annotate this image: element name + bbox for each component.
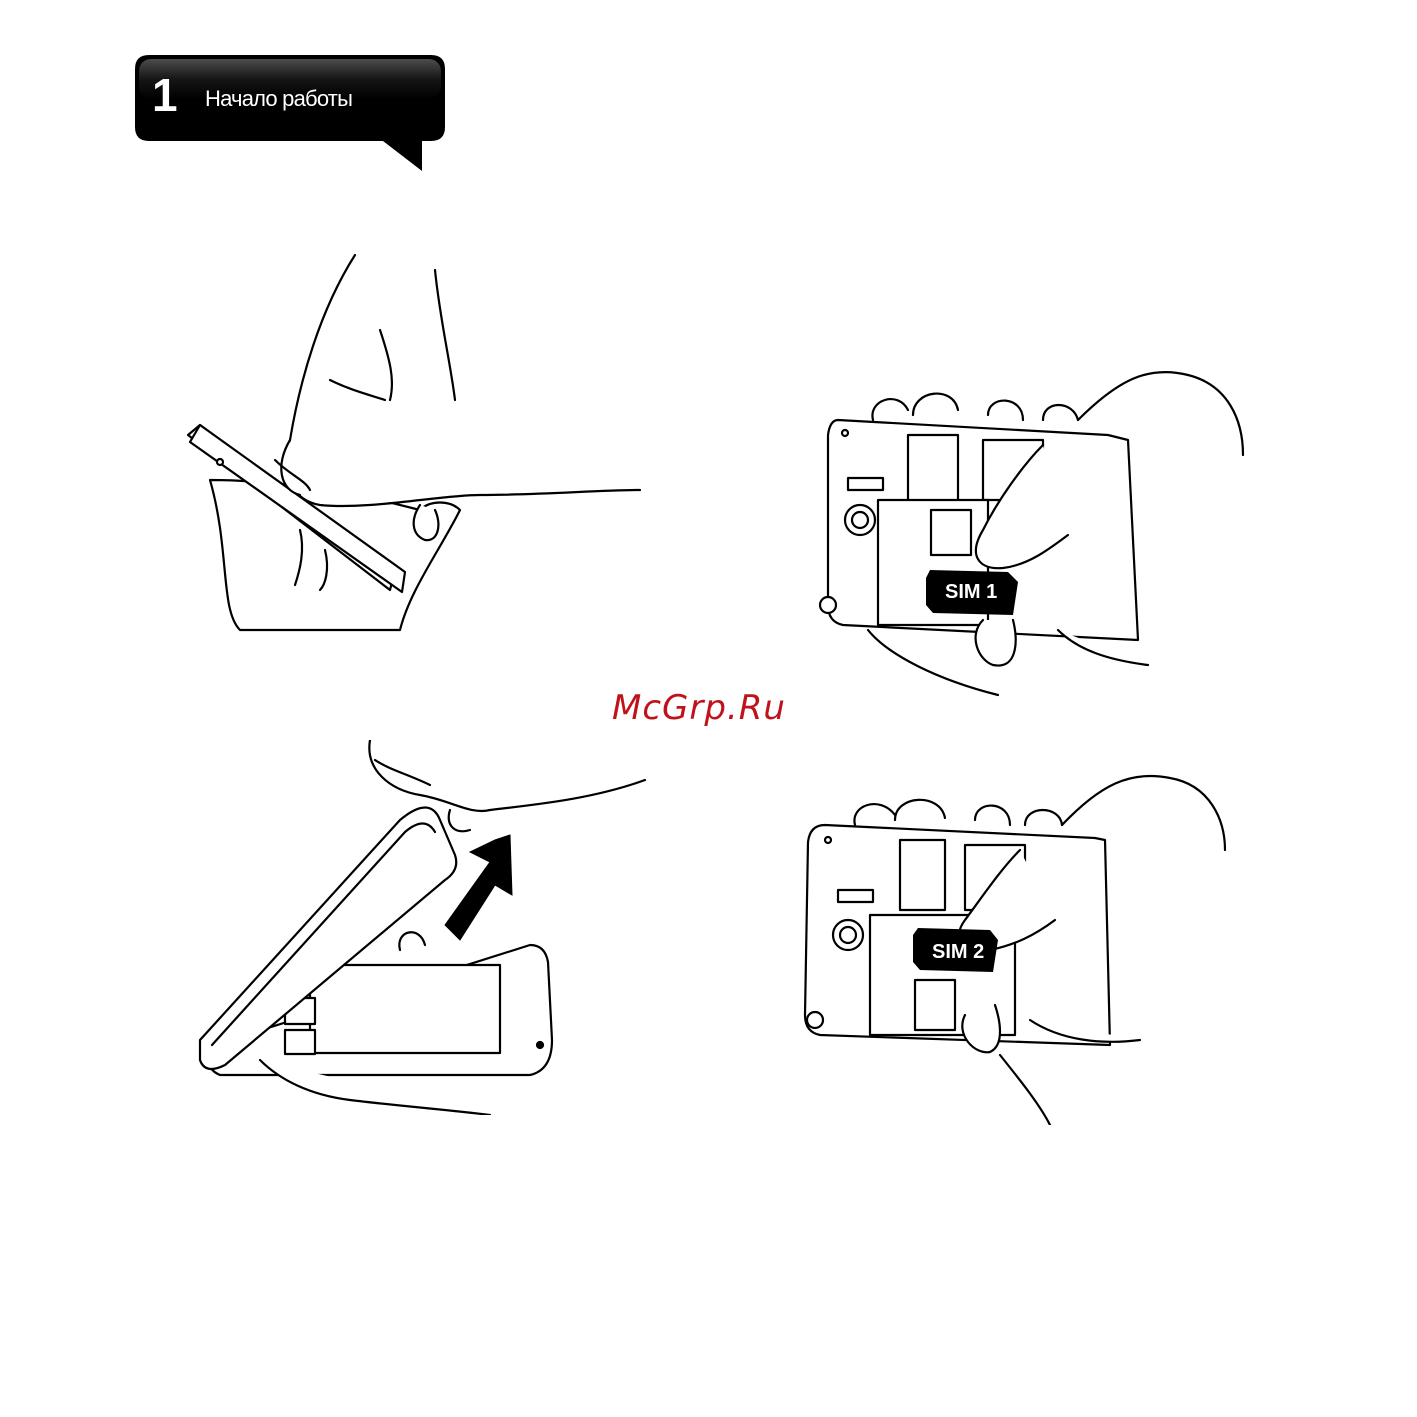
- illustration-insert-sim1: SIM 1: [818, 360, 1248, 700]
- illustration-lift-cover: [190, 740, 650, 1115]
- arrow-up-icon: [445, 835, 512, 940]
- illustration-insert-sim2: SIM 2: [800, 770, 1230, 1125]
- illustration-remove-cover: [180, 250, 650, 635]
- watermark: McGrp.Ru: [612, 688, 822, 728]
- sim1-label: SIM 1: [945, 581, 997, 603]
- sim2-label: SIM 2: [932, 941, 984, 963]
- speech-bubble-badge: [135, 53, 447, 173]
- chapter-number: 1: [152, 70, 177, 120]
- chapter-title: Начало работы: [205, 86, 352, 112]
